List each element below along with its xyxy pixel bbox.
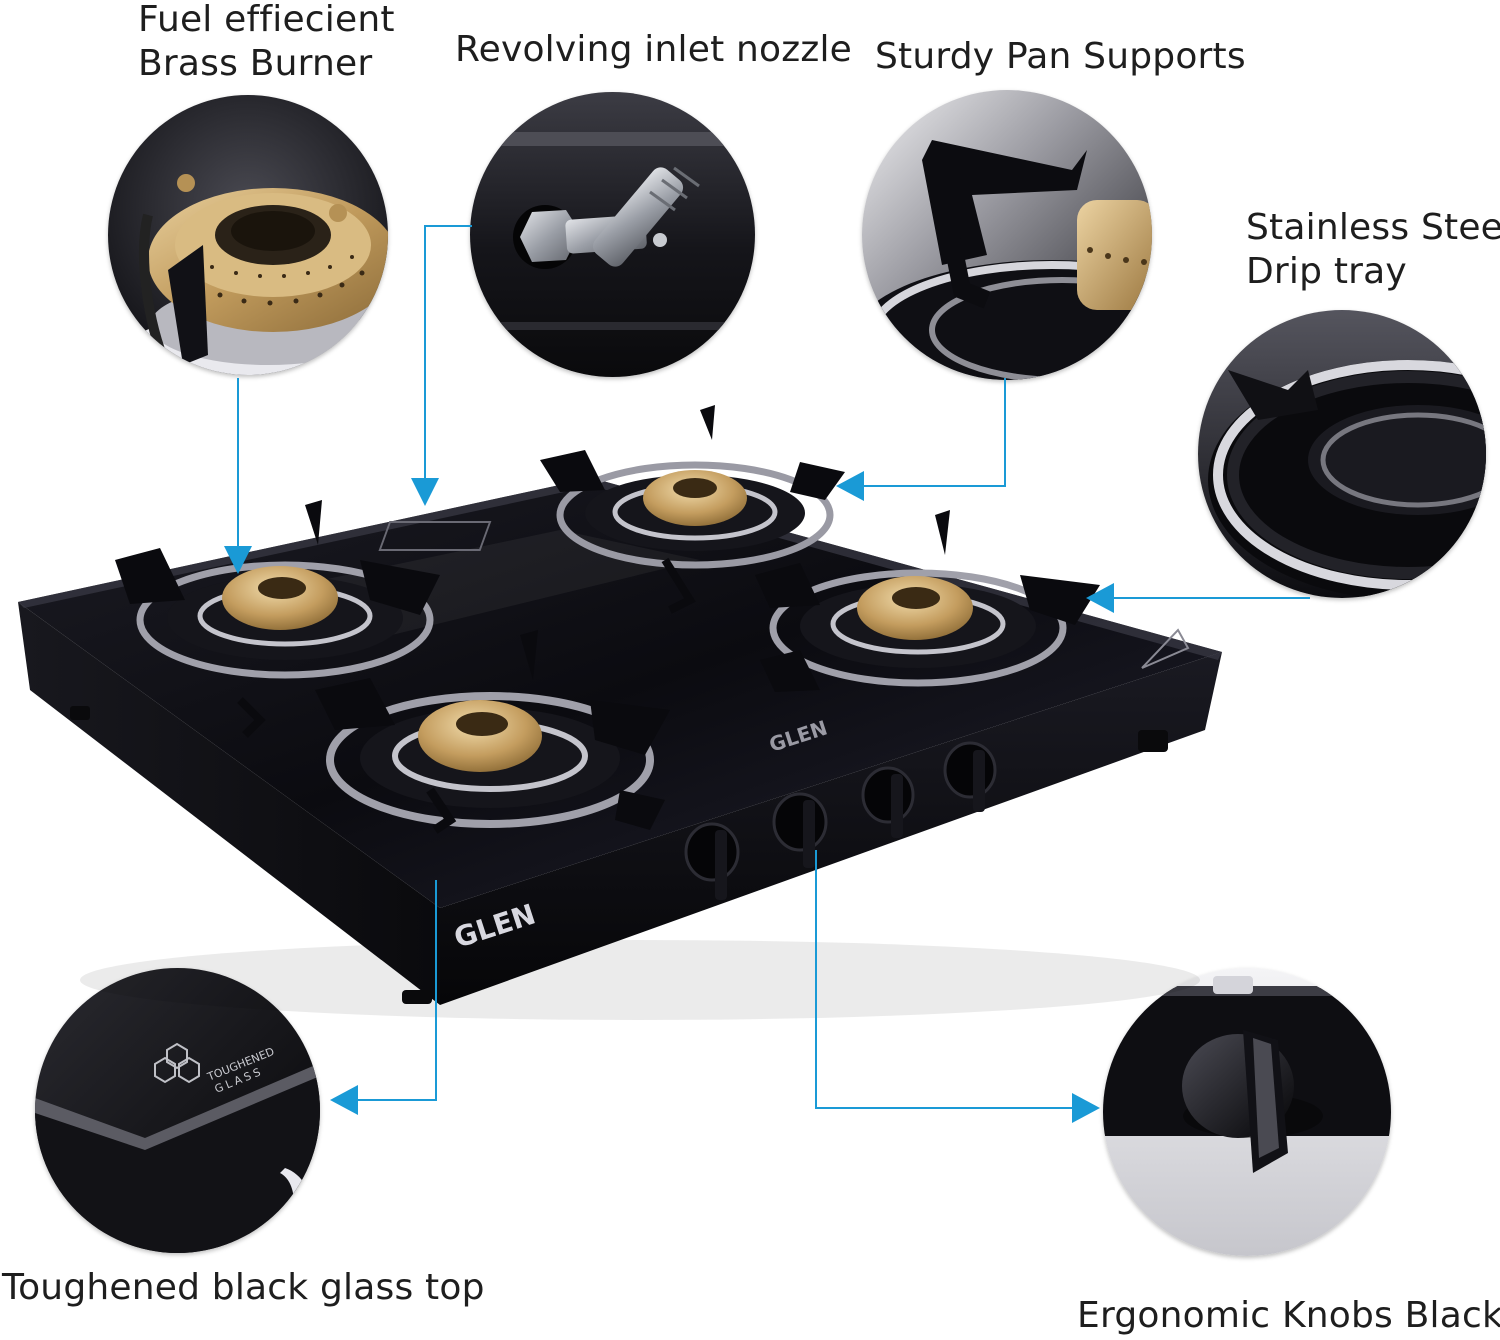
control-knobs <box>684 741 997 900</box>
brass-burner-closeup <box>108 95 388 375</box>
knob-closeup <box>1103 968 1391 1256</box>
pan-support-closeup <box>862 90 1152 380</box>
burner-right <box>755 510 1100 692</box>
detail-circle-pan-supports <box>862 90 1152 380</box>
label-knobs-line1: Ergonomic Knobs Black <box>1077 1295 1500 1336</box>
knob-3 <box>861 766 915 838</box>
detail-circle-inlet-nozzle <box>470 92 755 377</box>
label-drip-tray-line1: Stainless Steel <box>1246 207 1500 248</box>
burner-left <box>115 500 440 738</box>
label-brass-burner-line1: Fuel effiecient <box>138 0 395 40</box>
label-glass-top-line1: Toughened black glass top <box>2 1267 485 1308</box>
detail-circle-brass-burner <box>108 95 388 375</box>
knob-2 <box>772 792 828 868</box>
label-glass-top: Toughened black glass top <box>2 1266 485 1310</box>
warning-triangle-icon <box>1141 628 1190 669</box>
knob-4 <box>943 741 997 812</box>
hexagon-icon <box>154 1042 200 1084</box>
detail-circle-drip-tray <box>1198 310 1486 598</box>
inlet-nozzle-closeup <box>470 92 755 377</box>
glass-top-closeup: TOUGHENED GLASS <box>35 968 320 1253</box>
label-pan-supports: Sturdy Pan Supports <box>875 35 1246 79</box>
knob-1 <box>684 822 740 900</box>
label-brass-burner-line2: Brass Burner <box>138 43 373 84</box>
detail-circle-glass-top: TOUGHENED GLASS <box>35 968 320 1253</box>
label-inlet-nozzle-line1: Revolving inlet nozzle <box>455 29 853 70</box>
burner-front <box>315 630 670 834</box>
burner-back-center <box>540 405 845 614</box>
label-pan-supports-line1: Sturdy Pan Supports <box>875 36 1246 77</box>
label-drip-tray: Stainless Steel Drip tray <box>1246 206 1500 294</box>
detail-circle-knob <box>1103 968 1391 1256</box>
label-drip-tray-line2: Drip tray <box>1246 251 1407 292</box>
drip-tray-closeup <box>1198 310 1486 598</box>
label-brass-burner: Fuel effiecient Brass Burner <box>138 0 395 86</box>
label-knobs: Ergonomic Knobs Black <box>1077 1294 1500 1338</box>
label-inlet-nozzle: Revolving inlet nozzle <box>455 28 852 72</box>
